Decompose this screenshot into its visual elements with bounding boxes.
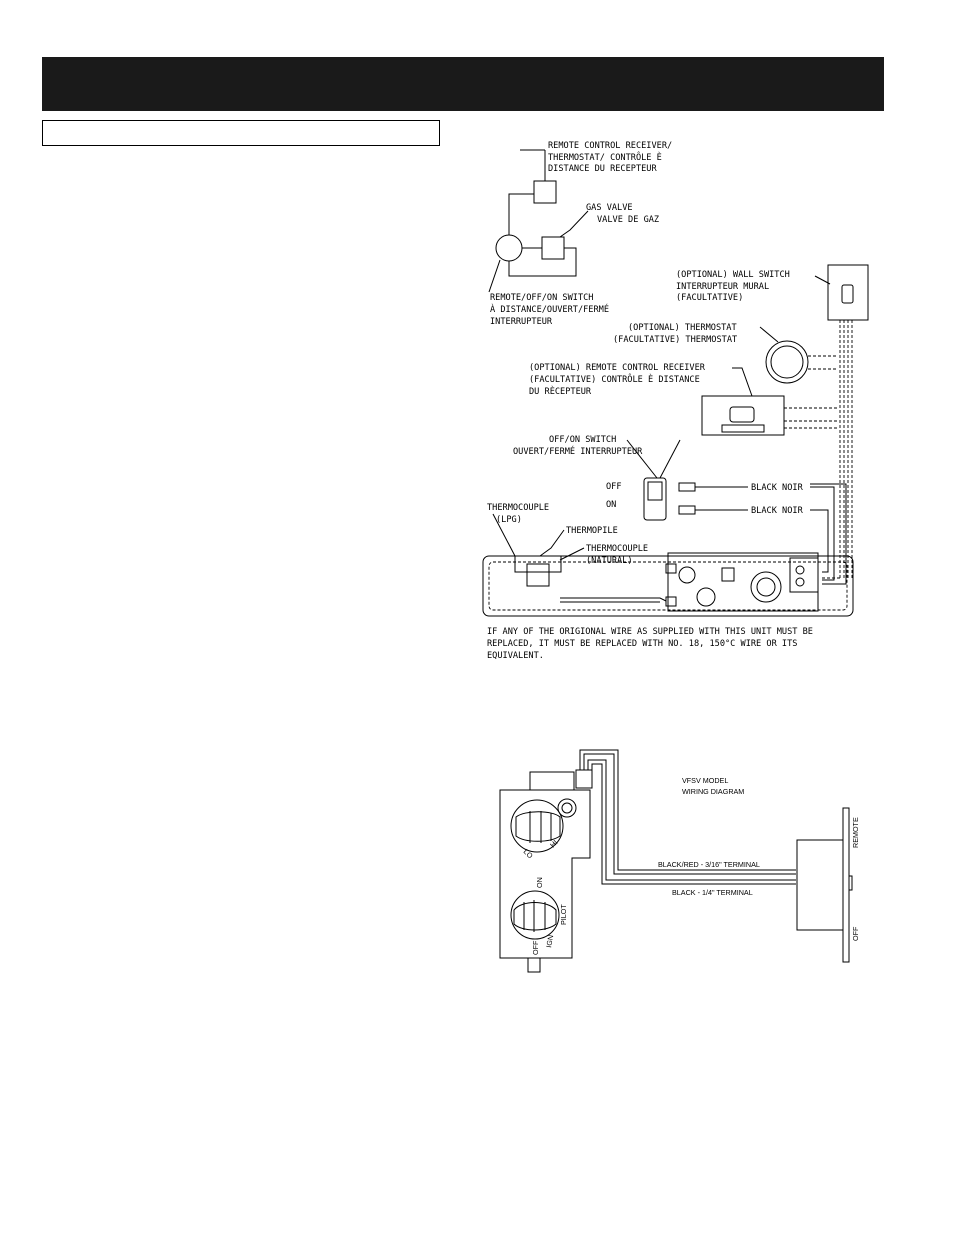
- off-label: OFF: [606, 482, 622, 492]
- thermostat-label: (OPTIONAL) THERMOSTAT (FACULTATIVE) THER…: [613, 323, 742, 345]
- thermocouple-lpg-label: THERMOCOUPLE (LPG): [487, 503, 554, 525]
- remote-receiver-box: [533, 180, 557, 204]
- vfsv-wire1-label: BLACK/RED - 3/16" TERMINAL: [658, 860, 760, 869]
- knob2-off-label: OFF: [531, 940, 540, 955]
- remote-receiver-unit: [701, 395, 785, 436]
- vfsv-remote-label: REMOTE: [851, 817, 860, 848]
- vfsv-title: VFSV MODEL WIRING DIAGRAM: [682, 776, 744, 796]
- remote-receiver-label: REMOTE CONTROL RECEIVER/ THERMOSTAT/ CON…: [548, 141, 677, 174]
- wire-replacement-note: IF ANY OF THE ORIGIONAL WIRE AS SUPPLIED…: [487, 627, 818, 661]
- valve-knob: [750, 571, 782, 603]
- inset-remote-circuit: [488, 149, 589, 293]
- gas-valve-label: GAS VALVE VALVE DE GAZ: [586, 203, 659, 225]
- vfsv-wiring: [579, 749, 796, 885]
- wire1-label: BLACK NOIR: [751, 483, 804, 493]
- knob1-on-label: ON: [535, 877, 544, 888]
- remote-switch-circle: [495, 234, 523, 262]
- vfsv-switch-plate: [842, 807, 850, 963]
- optional-wiring: [784, 320, 853, 579]
- offon-switch-label: OFF/ON SWITCH OUVERT/FERMÉ INTERRUPTEUR: [513, 435, 643, 457]
- vfsv-wire2-label: BLACK - 1/4" TERMINAL: [672, 888, 753, 897]
- vfsv-off-label: OFF: [851, 926, 860, 941]
- pilot-knob: [510, 890, 560, 940]
- gas-valve-box: [541, 236, 565, 260]
- knob1-lo-label: LO: [522, 847, 535, 860]
- offon-rocker: [643, 477, 667, 521]
- wire2-label: BLACK NOIR: [751, 506, 804, 516]
- wall-switch-toggle: [841, 284, 854, 304]
- header-bar: [42, 57, 884, 111]
- wall-switch-label: (OPTIONAL) WALL SWITCH INTERRUPTEUR MURA…: [676, 270, 795, 303]
- knob2-pilot-label: PILOT: [559, 904, 568, 925]
- hi-lo-knob: [510, 799, 564, 853]
- remote-receiver-opt-label: (OPTIONAL) REMOTE CONTROL RECEIVER (FACU…: [529, 363, 710, 397]
- thermopile-label: THERMOPILE: [566, 526, 618, 536]
- vfsv-switch-body: [796, 839, 844, 931]
- knob1-hi-label: HI: [548, 838, 559, 849]
- remote-switch-label: REMOTE/OFF/ON SWITCH À DISTANCE/OUVERT/F…: [490, 293, 614, 327]
- wall-switch-box: [827, 264, 869, 321]
- knob2-ign-label: IGN: [544, 934, 555, 948]
- pilot-assembly: [514, 555, 562, 573]
- vfsv-valve: [499, 769, 593, 973]
- thermostat-outer: [765, 340, 809, 384]
- thermocouple-nat-label: THERMOCOUPLE (NATURAL): [586, 544, 653, 566]
- section-title-box: [42, 120, 440, 146]
- valve-assembly: [482, 552, 854, 617]
- thermostat-inner: [770, 345, 804, 379]
- on-label: ON: [606, 500, 616, 510]
